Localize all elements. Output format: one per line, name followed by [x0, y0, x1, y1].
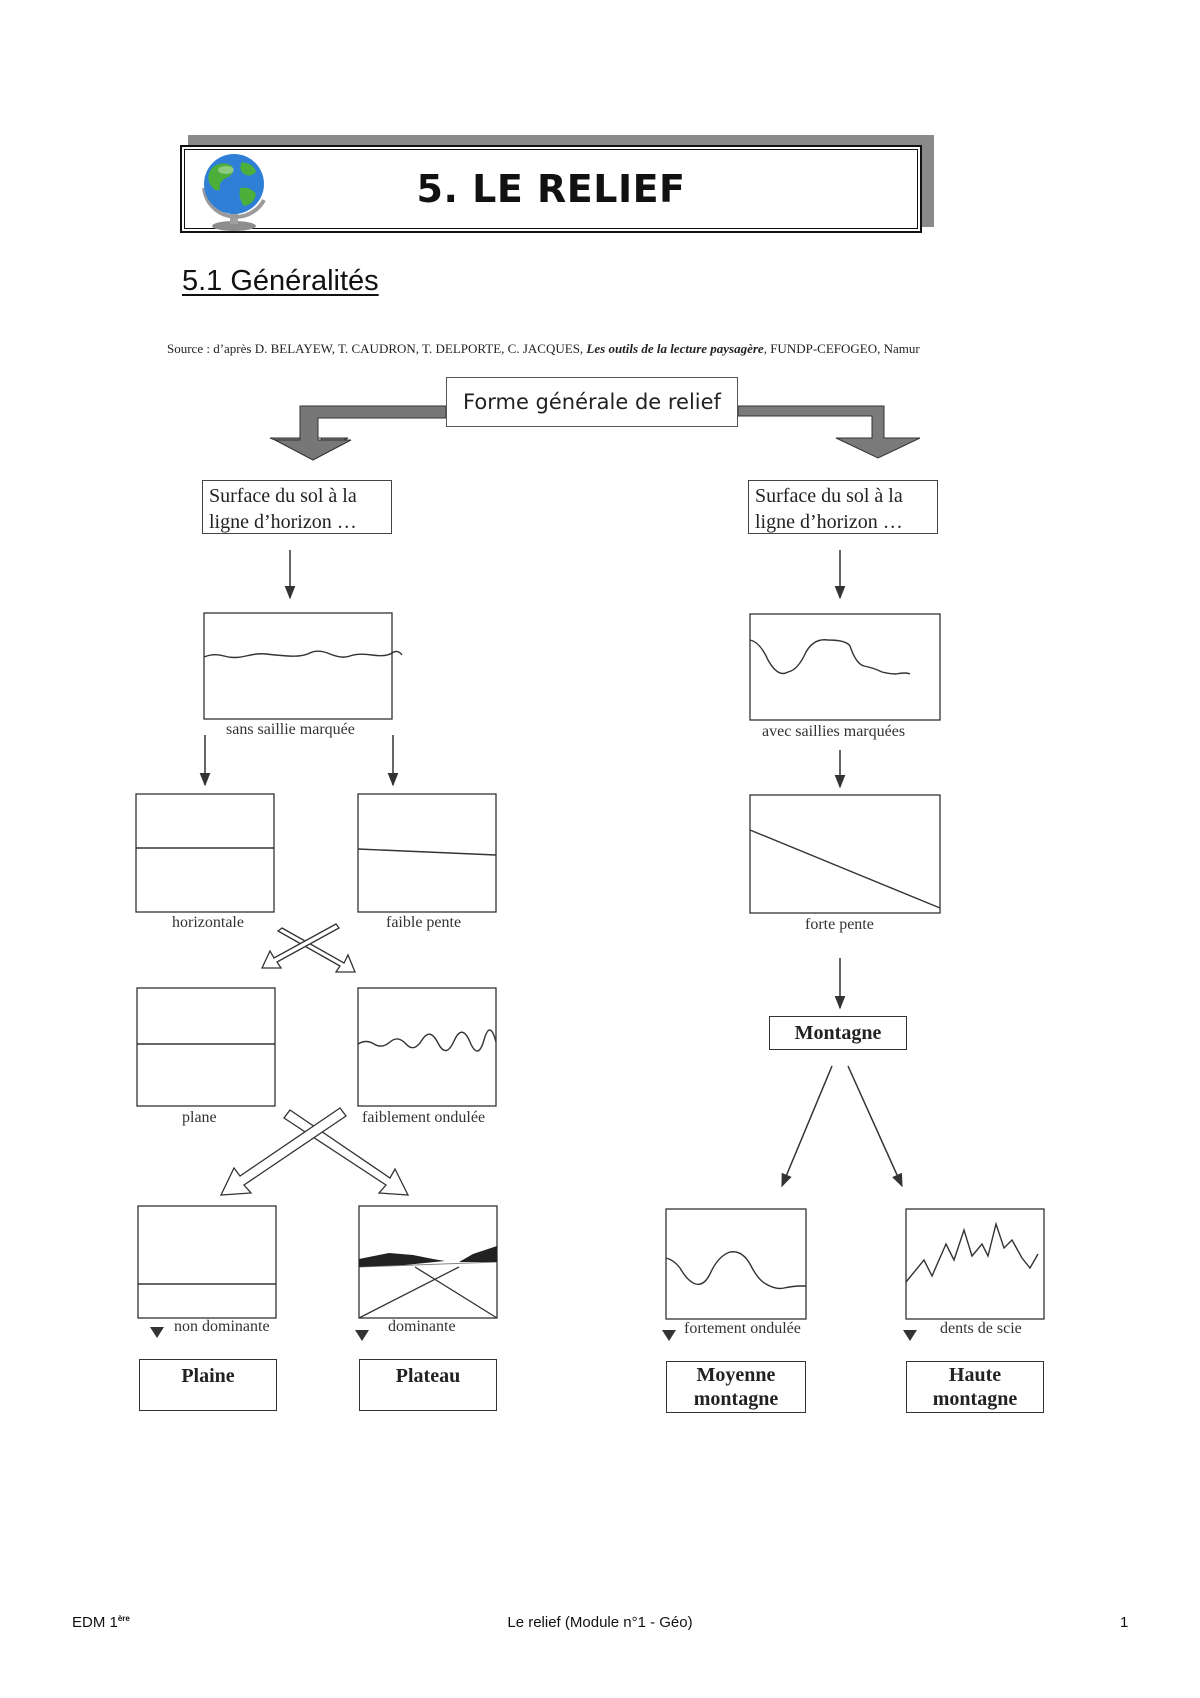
caption-sawtooth: dents de scie [940, 1320, 1022, 1337]
footer-course-sup: ère [117, 1614, 130, 1623]
caption-flat: sans saillie marquée [226, 721, 355, 738]
caption-dominant: dominante [388, 1318, 456, 1335]
caption-non-dominant: non dominante [174, 1318, 270, 1335]
line-dominant [358, 1246, 498, 1319]
profile-relief [749, 613, 941, 721]
profile-steep-slope [749, 794, 941, 914]
line-steep-slope [749, 829, 941, 909]
cross-arrows-2 [219, 1107, 410, 1196]
cross-arrows-1 [260, 923, 356, 973]
result-box-montagne: Montagne [769, 1016, 907, 1050]
left-big-arrow [274, 405, 447, 461]
page-title: 5. LE RELIEF [416, 167, 686, 211]
caption-gentle-slope: faible pente [386, 914, 462, 931]
profile-plane [136, 987, 276, 1107]
caption-horizontal: horizontale [172, 914, 244, 931]
globe-icon [202, 154, 266, 231]
caption-plane: plane [182, 1109, 217, 1126]
page-number: 1 [1120, 1614, 1129, 1631]
result-box-plateau: Plateau [359, 1359, 497, 1411]
source-citation: Source : d’après D. BELAYEW, T. CAUDRON,… [167, 340, 1017, 357]
question-box-left: Surface du sol à la ligne d’horizon … [202, 480, 392, 534]
source-prefix: Source : d’après D. BELAYEW, T. CAUDRON,… [167, 341, 587, 356]
source-suffix: , FUNDP-CEFOGEO, Namur [763, 341, 920, 356]
result-box-haute-montagne: Haute montagne [906, 1361, 1044, 1413]
profile-undulating [357, 987, 497, 1107]
profile-horizontal [135, 793, 275, 913]
profile-flat [203, 612, 393, 720]
title-banner [180, 145, 922, 233]
profile-strong-undulating [665, 1208, 807, 1320]
section-heading: 5.1 Généralités [182, 265, 379, 297]
footer-left: EDM 1ère [72, 1614, 130, 1631]
profile-sawtooth [905, 1208, 1045, 1320]
footer-center: Le relief (Module n°1 - Géo) [507, 1614, 693, 1631]
profile-gentle-slope [357, 793, 497, 913]
thin-arrows [199, 550, 903, 1188]
line-flat [203, 650, 403, 659]
caption-steep-slope: forte pente [805, 916, 874, 933]
question-box-right: Surface du sol à la ligne d’horizon … [748, 480, 938, 534]
line-gentle-slope [357, 848, 497, 856]
caption-undulating: faiblement ondulée [362, 1109, 486, 1126]
line-strong-undulating [665, 1251, 806, 1290]
profile-non-dominant [137, 1205, 277, 1319]
caption-strong-undulating: fortement ondulée [684, 1320, 801, 1337]
line-relief [749, 639, 911, 675]
root-concept-box: Forme générale de relief [446, 377, 738, 427]
caption-triangles [150, 1327, 917, 1341]
footer-course: EDM 1 [72, 1614, 118, 1631]
caption-relief: avec saillies marquées [762, 723, 906, 740]
line-undulating [357, 1029, 497, 1052]
line-sawtooth [905, 1221, 1039, 1283]
result-box-plaine: Plaine [139, 1359, 277, 1411]
result-box-moyenne-montagne: Moyenne montagne [666, 1361, 806, 1413]
source-title: Les outils de la lecture paysagère [586, 341, 764, 356]
